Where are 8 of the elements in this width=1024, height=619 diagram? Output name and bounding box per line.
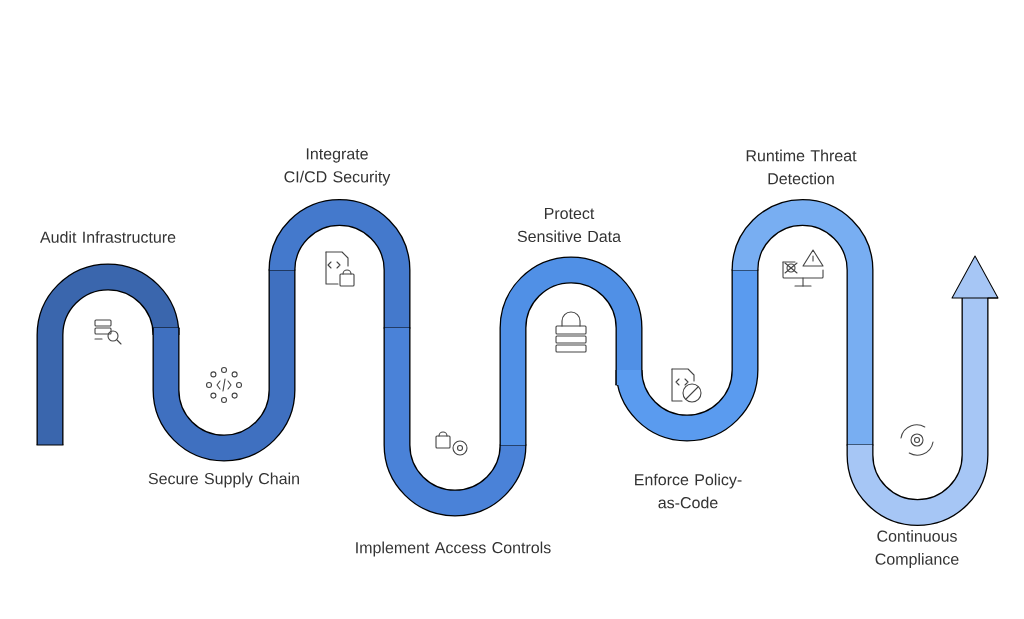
node-label: Protect Sensitive Data [517,207,622,243]
node-label: Integrate CI/CD Security [284,148,391,186]
node-label: Implement Access Controls [356,541,551,557]
node-label: Enforce Policy-as-Code [635,473,742,509]
node-label: Runtime Threat Detection [746,149,857,185]
node-label: Secure Supply Chain [148,472,299,488]
node-label: Continuous Compliance [875,530,959,568]
node-label: Audit Infrastructure [40,231,176,243]
